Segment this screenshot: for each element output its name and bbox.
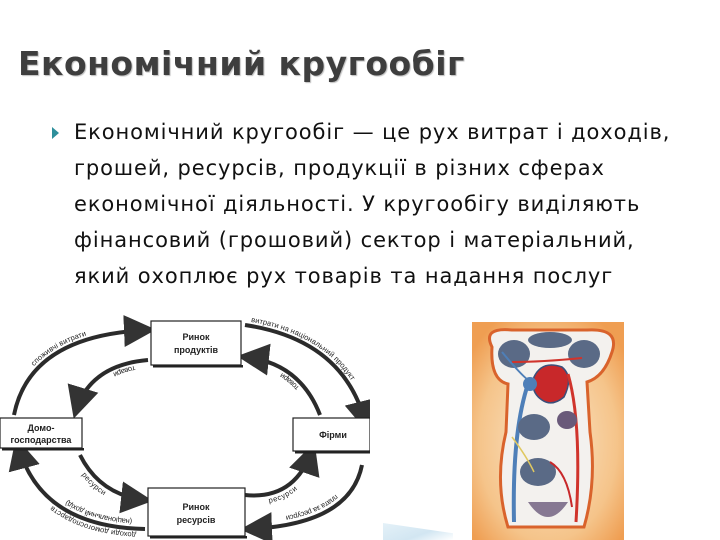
svg-text:Ринок: Ринок [183,502,210,512]
flow-payment-resources [246,463,364,531]
svg-text:Фірми: Фірми [319,430,347,440]
svg-text:ресурсів: ресурсів [177,515,216,525]
svg-text:продуктів: продуктів [174,345,219,355]
node-households: Домо- господарства [0,417,84,451]
slide-title: Економічний кругообіг [18,44,465,83]
triangle-bullet-icon [52,127,59,139]
node-firms: Фірми [292,417,370,454]
flow-goods-firms [243,355,322,417]
flow-goods-households [74,358,150,413]
label-consumer-spending: споживчі витрати [29,329,87,368]
svg-text:споживчі витрати: споживчі витрати [29,329,87,368]
bullet-text: Економічний кругообіг — це рух витрат і … [74,120,671,288]
svg-text:Ринок: Ринок [183,332,210,342]
svg-text:господарства: господарства [11,435,73,445]
flow-resources-firms [243,448,314,498]
decorative-shape [383,523,453,540]
circulatory-system-illustration [472,322,624,540]
bullet-item: Економічний кругообіг — це рух витрат і … [50,114,680,294]
node-product-market: Ринок продуктів [150,320,243,368]
node-resource-market: Ринок ресурсів [147,487,247,539]
circular-flow-diagram: споживчі витрати витрати на національний… [0,315,370,540]
svg-text:Домо-: Домо- [28,423,55,433]
